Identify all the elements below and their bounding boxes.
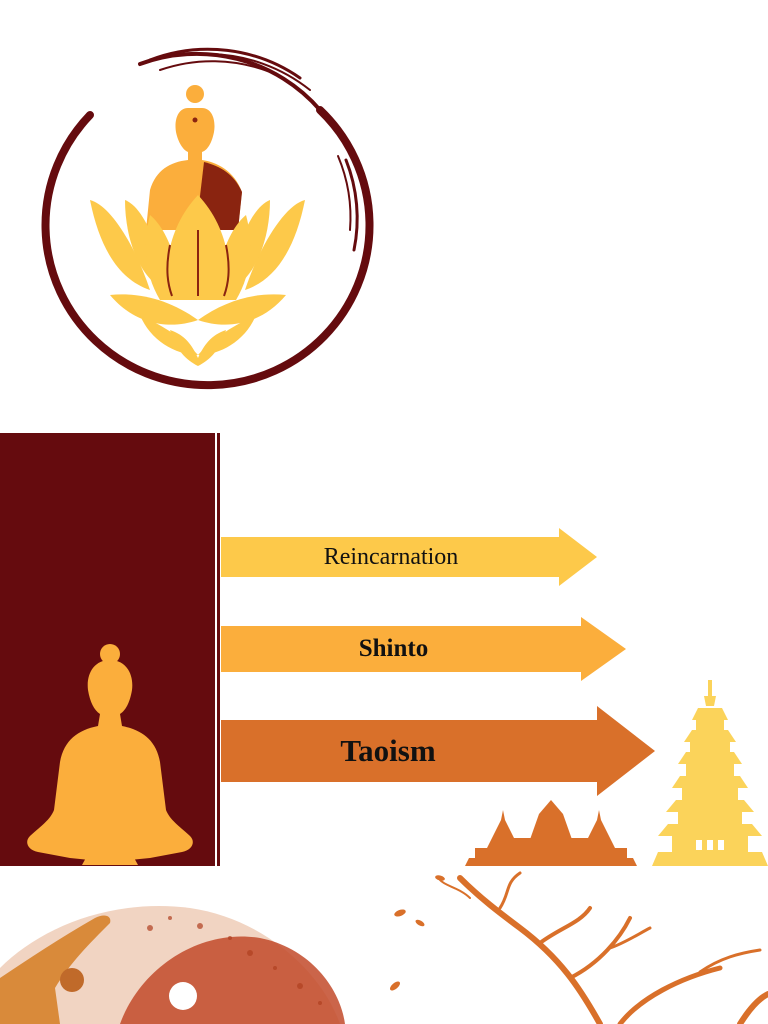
buddha-lotus-icon: [41, 47, 374, 390]
arrow-label: Taoism: [340, 733, 436, 768]
falling-leaves: [390, 875, 445, 991]
arrow-shape: [221, 617, 626, 681]
pagoda-icon: [652, 680, 768, 866]
arrow-label: Reincarnation: [323, 543, 459, 570]
bottom-illustration: [0, 871, 768, 1024]
bare-tree-branch: [439, 871, 768, 1024]
meditation-illustration: [0, 906, 345, 1024]
arrow-shape: [221, 706, 655, 796]
arrow-reincarnation[interactable]: Reincarnation: [221, 528, 597, 586]
arrow-taoism[interactable]: Taoism: [221, 706, 655, 796]
arrow-shape: [221, 528, 597, 586]
side-divider: [217, 433, 220, 866]
temple-icon: [465, 800, 637, 866]
arrow-shinto[interactable]: Shinto: [221, 617, 626, 681]
lotus: [90, 195, 305, 366]
arrow-label: Shinto: [358, 635, 429, 662]
lotus-lines: [166, 230, 230, 297]
seated-buddha-icon: [27, 644, 193, 865]
brush-circle: [41, 47, 374, 390]
